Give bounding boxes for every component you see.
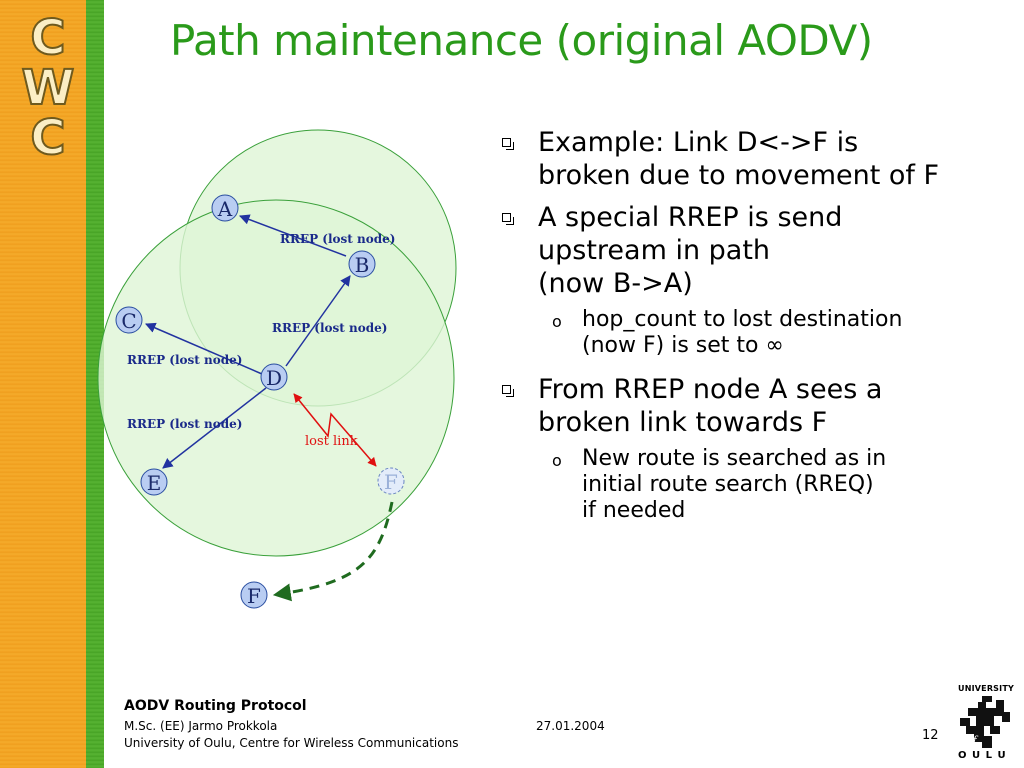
label-rrep-db: RREP (lost node) <box>272 321 387 335</box>
bullet-3-line-1: From RREP node A sees a <box>538 374 883 405</box>
bullet-1: Example: Link D<->F is broken due to mov… <box>498 126 1008 192</box>
node-a: A <box>211 194 239 222</box>
bullet-list: Example: Link D<->F is broken due to mov… <box>498 126 1008 534</box>
lost-link-arrow <box>293 393 377 467</box>
bullet-3-line-2: broken link towards F <box>538 407 828 438</box>
node-d: D <box>260 363 288 391</box>
arrow-d-to-c <box>145 322 263 375</box>
node-f-old-label: F <box>384 470 398 494</box>
logo-of-text: of <box>966 734 979 747</box>
bullet-1-line-1: Example: Link D<->F is <box>538 127 859 158</box>
node-b-label: B <box>355 253 370 277</box>
node-b: B <box>348 250 376 278</box>
footer-author: M.Sc. (EE) Jarmo Prokkola <box>124 719 278 733</box>
footer-title: AODV Routing Protocol <box>124 698 307 714</box>
sidebar-green-stripe <box>86 0 104 768</box>
bullet-2-line-2: upstream in path <box>538 235 771 266</box>
node-a-label: A <box>217 197 233 221</box>
movement-arrow <box>272 501 394 602</box>
node-f-new: F <box>240 581 268 609</box>
node-d-label: D <box>266 366 282 390</box>
bullet-box-icon <box>502 385 514 397</box>
sub-bullet-3-1-line-1: New route is searched as in <box>582 446 887 471</box>
footer-organization: University of Oulu, Centre for Wireless … <box>124 736 459 750</box>
arrow-d-to-b <box>285 275 351 367</box>
label-rrep-dc: RREP (lost node) <box>127 353 242 367</box>
label-lost-link: lost link <box>305 434 358 449</box>
node-e: E <box>140 468 168 496</box>
node-f-old: F <box>377 467 405 495</box>
label-rrep-de: RREP (lost node) <box>127 417 242 431</box>
bullet-1-line-2: broken due to movement of F <box>538 160 940 191</box>
sub-bullet-2-1-line-2: (now F) is set to ∞ <box>582 333 784 358</box>
sub-bullet-2-1: o hop_count to lost destination (now F) … <box>498 307 1008 359</box>
bullet-2-line-3: (now B->A) <box>538 268 693 299</box>
cwc-logo-c2: C <box>29 110 66 166</box>
aodv-diagram: A B C D E F F RREP (lost node) RREP (los… <box>97 129 457 609</box>
node-e-label: E <box>147 471 162 495</box>
sub-bullet-marker: o <box>552 451 562 470</box>
sub-bullet-marker: o <box>552 312 562 331</box>
cwc-logo-w: W <box>21 60 76 116</box>
cwc-logo-c1: C <box>29 10 66 66</box>
arrow-d-to-e <box>162 387 267 469</box>
logo-university-text: UNIVERSITY <box>958 684 1014 693</box>
bullet-3: From RREP node A sees a broken link towa… <box>498 373 1008 439</box>
sub-bullet-3-1: o New route is searched as in initial ro… <box>498 446 1008 524</box>
bullet-2-line-1: A special RREP is send <box>538 202 843 233</box>
node-c-label: C <box>121 309 136 333</box>
node-c: C <box>115 306 143 334</box>
bullet-2: A special RREP is send upstream in path … <box>498 201 1008 300</box>
sub-bullet-3-1-line-2: initial route search (RREQ) <box>582 472 874 497</box>
sub-bullet-2-1-line-1: hop_count to lost destination <box>582 307 903 332</box>
node-f-new-label: F <box>247 584 261 608</box>
arrow-b-to-a <box>239 214 347 257</box>
page-number: 12 <box>922 728 939 743</box>
slide-title: Path maintenance (original AODV) <box>170 16 873 65</box>
sidebar-orange: C W C <box>0 0 86 768</box>
footer-date: 27.01.2004 <box>536 719 605 733</box>
logo-oulu-text: O U L U <box>958 750 1007 761</box>
label-rrep-ab: RREP (lost node) <box>280 232 395 246</box>
bullet-box-icon <box>502 213 514 225</box>
oulu-emblem-icon: of <box>960 696 1010 748</box>
bullet-box-icon <box>502 138 514 150</box>
sub-bullet-3-1-line-3: if needed <box>582 498 686 523</box>
university-of-oulu-logo: UNIVERSITY of O U L U <box>956 684 1014 764</box>
